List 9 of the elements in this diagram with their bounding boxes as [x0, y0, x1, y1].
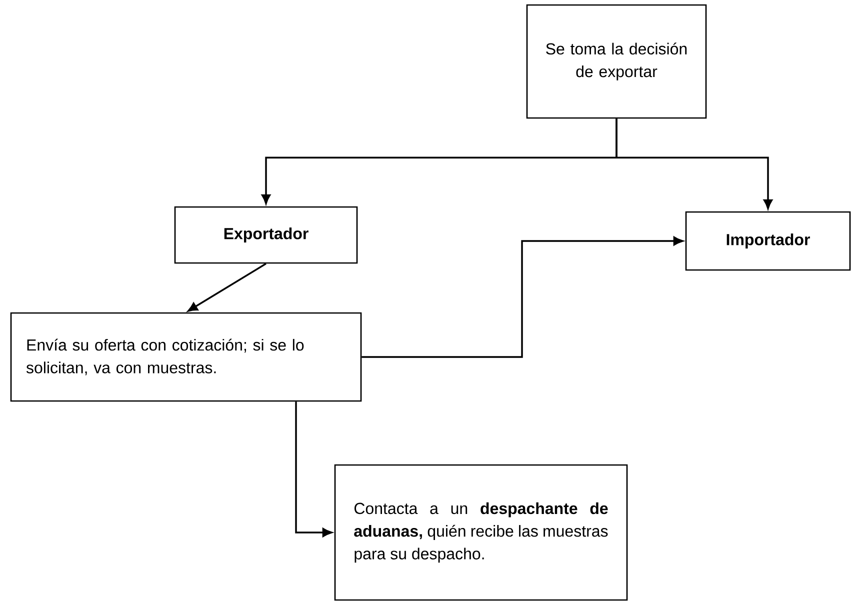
arrow	[616, 118, 773, 210]
arrow	[188, 262, 266, 312]
arrow	[295, 402, 332, 538]
process-box: Contacta a un despachante de aduanas, quién recibe las muestras para su despacho.	[334, 464, 628, 601]
process-box: Importador	[685, 211, 851, 271]
process-box: Envía su oferta con cotización; si se lo solicitan, va con muestras.	[10, 312, 362, 402]
process-box: Se toma la decisión de exportar	[526, 4, 707, 119]
arrow	[362, 236, 684, 358]
process-box: Exportador	[174, 206, 358, 264]
